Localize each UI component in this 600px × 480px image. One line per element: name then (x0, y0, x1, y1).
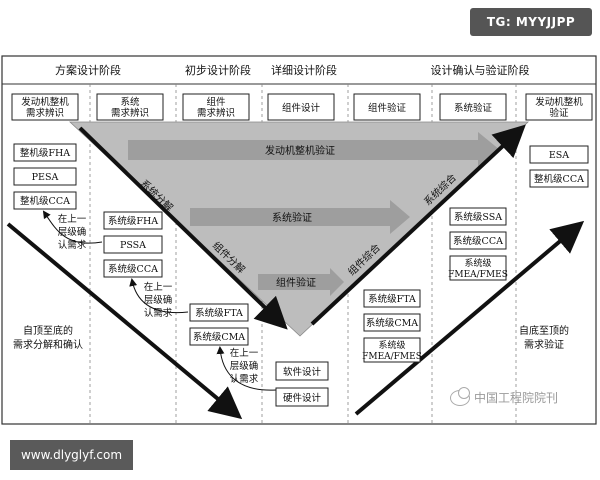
confirm-label-2-line2: 层级确 (144, 294, 173, 306)
system-verify-arrow (190, 200, 410, 234)
phase-header: 详细设计阶段 (271, 63, 337, 77)
bottom-up-arrow (354, 220, 585, 416)
component-verify-box (353, 93, 421, 121)
software-design-label: 软件设计 (283, 366, 322, 378)
pesa-box (13, 167, 77, 186)
verify-fmea-line1: 系统级 (378, 339, 405, 351)
comp-fta-box (189, 303, 249, 322)
engine-req-label-line1: 发动机整机 (21, 96, 69, 108)
pesa-label: PESA (32, 172, 59, 183)
component-design-label-line1: 组件设计 (282, 102, 321, 114)
engine-req-box (11, 93, 79, 121)
confirm-label-3-line1: 在上一 (230, 347, 259, 359)
integration-arrow (310, 124, 526, 326)
system-req-label-line2: 需求辨识 (111, 107, 149, 119)
sys-fmea-box (449, 255, 507, 281)
system-verify-label-line1: 系统验证 (454, 102, 493, 114)
engine-verify-arrow (128, 132, 500, 168)
component-verify-label: 组件验证 (276, 276, 316, 289)
watermark-text: 中国工程院院刊 (474, 391, 559, 405)
confirm-curve-3 (216, 346, 277, 391)
engine-fha-label: 整机级FHA (20, 147, 70, 159)
component-req-box (182, 93, 250, 121)
hardware-design-label: 硬件设计 (283, 392, 322, 404)
component-verify-arrow (258, 268, 344, 296)
engine-cca-label: 整机级CCA (20, 195, 70, 207)
sys-fmea-line2: FMEA/FMES (448, 270, 508, 280)
verify-cma-box (363, 313, 421, 332)
engine-cca-box (13, 191, 77, 210)
engine-verify-cca-box (529, 169, 589, 188)
confirm-label-2-line1: 在上一 (144, 281, 173, 293)
system-req-box (96, 93, 164, 121)
sys-fha-box (103, 211, 163, 230)
decomposition-arrow (78, 126, 288, 330)
engine-verify-box (525, 93, 593, 121)
engine-fha-box (13, 143, 77, 162)
comp-fta-label: 系统级FTA (195, 307, 243, 319)
engine-verify-label: 发动机整机验证 (265, 144, 335, 157)
engine-verify-label-line2: 验证 (549, 107, 569, 119)
confirm-label-3-line2: 层级确 (230, 360, 259, 372)
left-side-label-line2: 需求分解和确认 (13, 338, 83, 351)
comp-cma-box (189, 327, 249, 346)
pssa-label: PSSA (120, 240, 146, 251)
component-req-label-line1: 组件 (206, 96, 226, 108)
verify-fta-box (363, 289, 421, 308)
confirm-label-1-line2: 层级确 (58, 226, 87, 238)
sys-ssa-label: 系统级SSA (454, 211, 502, 223)
sys-verify-cca-box (449, 231, 507, 250)
sys-cca-box (103, 259, 163, 278)
verify-fmea-box (363, 337, 421, 363)
right-side-label-line2: 需求验证 (524, 338, 564, 351)
confirm-curve-1 (42, 210, 103, 244)
system-verify-label: 系统验证 (272, 211, 312, 224)
component-req-label-line2: 需求辨识 (197, 107, 235, 119)
sys-fha-label: 系统级FHA (108, 215, 158, 227)
component-design-box (267, 93, 335, 121)
sys-verify-cca-label: 系统级CCA (453, 235, 503, 247)
wechat-icon (450, 386, 470, 406)
verify-fta-label: 系统级FTA (368, 293, 416, 305)
sys-fmea-line1: 系统级 (464, 257, 491, 269)
system-req-label-line1: 系统 (120, 96, 140, 108)
phase-header: 初步设计阶段 (185, 63, 251, 77)
watermark: 中国工程院院刊 (450, 386, 559, 406)
confirm-label-2-line3: 认需求 (144, 307, 173, 319)
verify-cma-label: 系统级CMA (366, 317, 418, 329)
confirm-curve-2 (129, 278, 189, 314)
engine-req-label-line2: 需求辨识 (26, 107, 64, 119)
pssa-box (103, 235, 163, 254)
sys-cca-label: 系统级CCA (108, 263, 158, 275)
confirm-label-1-line1: 在上一 (58, 213, 87, 225)
right-side-label-line1: 自底至顶的 (519, 324, 569, 337)
software-design-box (275, 361, 329, 381)
system-verify-box (439, 93, 507, 121)
top-down-arrow (6, 222, 243, 420)
component-verify-label-line1: 组件验证 (368, 102, 407, 114)
comp-cma-label: 系统级CMA (193, 331, 245, 343)
hardware-design-box (275, 387, 329, 407)
engine-verify-cca-label: 整机级CCA (534, 173, 584, 185)
top-badge: TG: MYYJJPP (470, 8, 592, 36)
phase-header: 设计确认与验证阶段 (431, 63, 530, 77)
phase-header: 方案设计阶段 (55, 63, 121, 77)
esa-label: ESA (549, 150, 569, 161)
website-badge[interactable]: www.dlyglyf.com (10, 440, 133, 470)
verify-fmea-line2: FMEA/FMES (362, 352, 422, 362)
sys-ssa-box (449, 207, 507, 226)
esa-box (529, 145, 589, 164)
left-side-label-line1: 自顶至底的 (23, 324, 73, 337)
confirm-label-3-line3: 认需求 (230, 373, 259, 385)
engine-verify-label-line1: 发动机整机 (535, 96, 583, 108)
